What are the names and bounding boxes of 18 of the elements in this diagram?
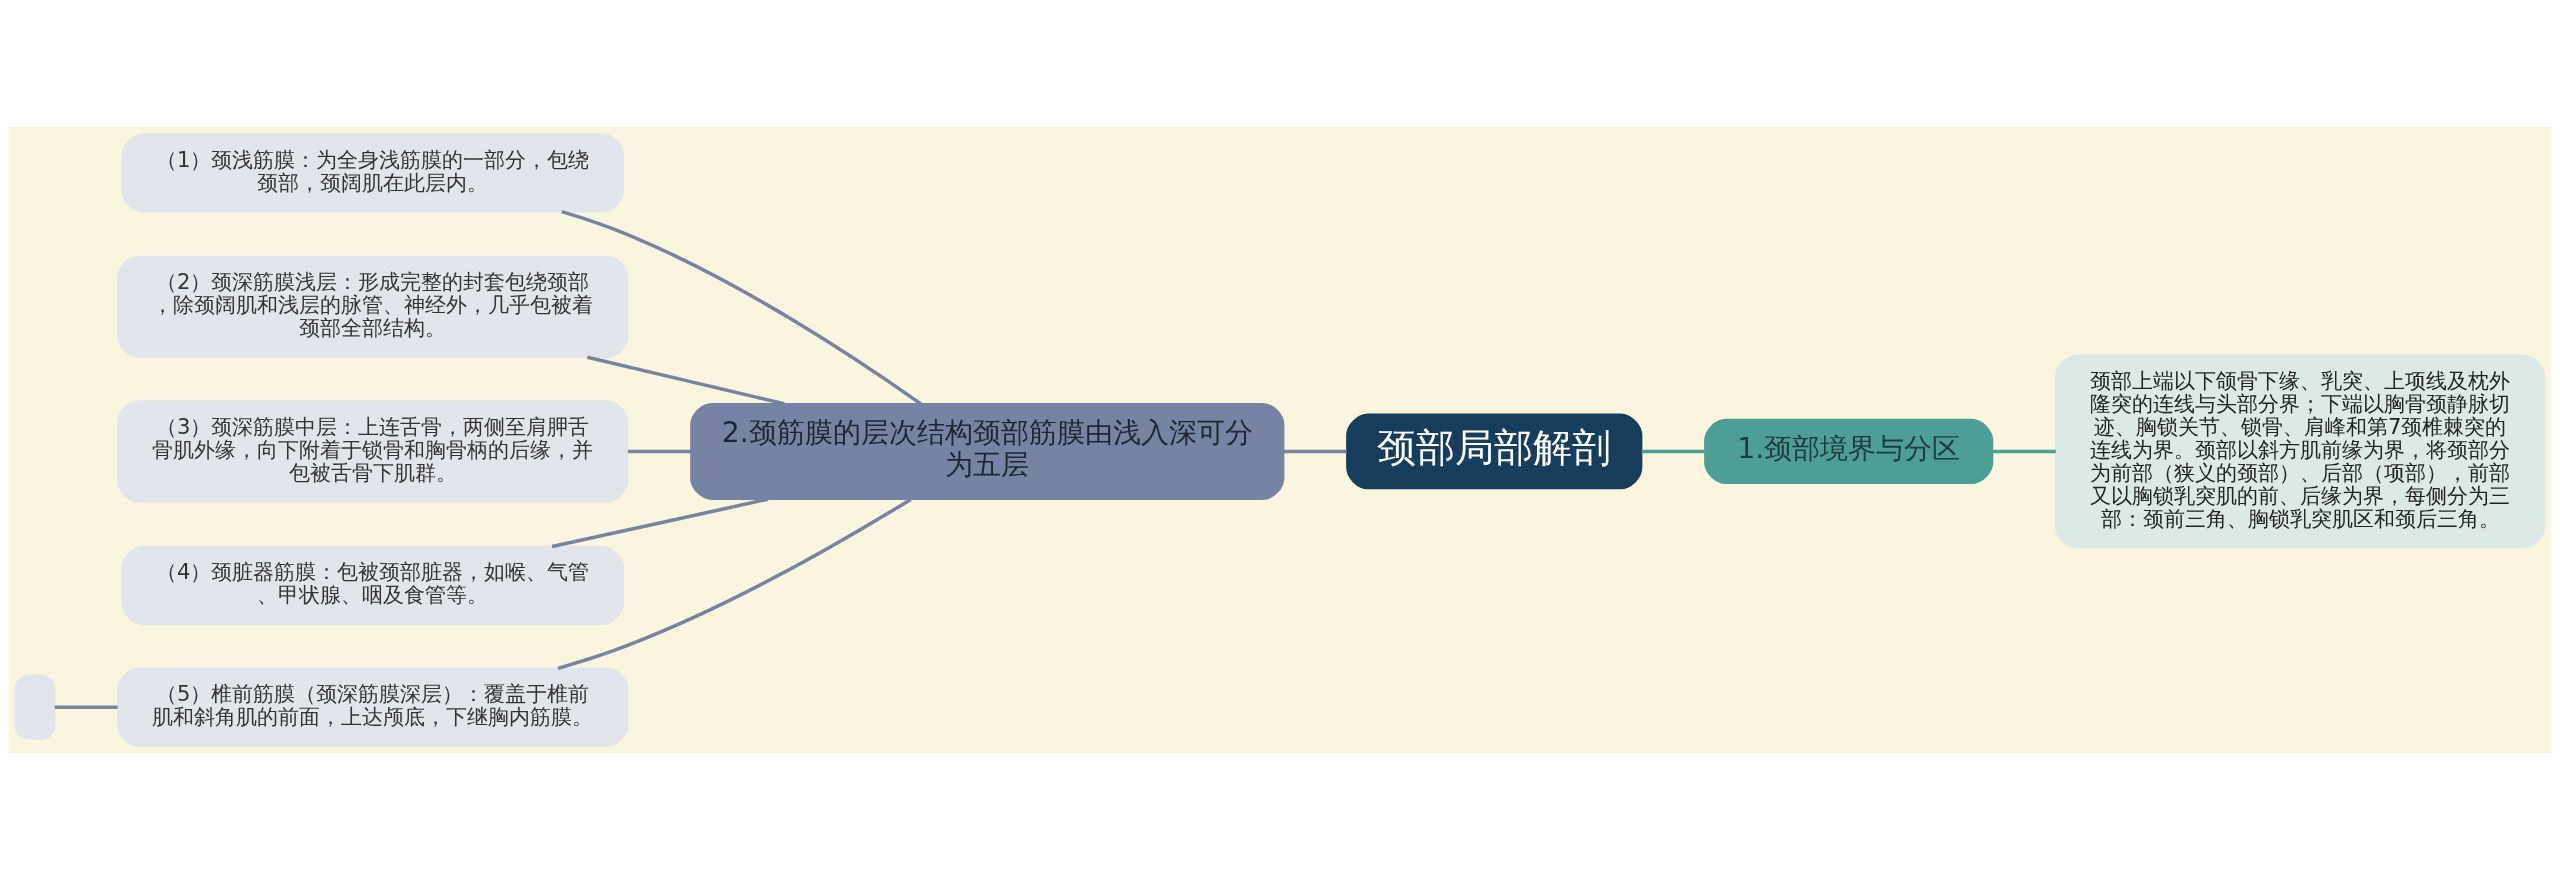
node-box [14,674,56,740]
node-box: 颈部上端以下颌骨下缘、乳突、上项线及枕外隆突的连线与头部分界；下端以胸骨颈静脉切迹、胸锁关节、锁骨、肩峰和第7颈椎棘突的连线为界。颈部以斜方肌前缘为界，将颈部分为前部（狭义的颈部）、后部（项部），前部又以胸锁乳突肌的前、后缘为界，每侧分为三部：颈前三角、胸锁乳突肌区和颈后三角。 [2055,354,2546,548]
connector [54,704,118,709]
node-box: 1.颈部境界与分区 [1704,418,1994,484]
connector [627,449,691,453]
node-box: （4）颈脏器筋膜：包被颈部脏器，如喉、气管、甲状腺、咽及食管等。 [121,545,624,625]
node-box: 颈部局部解剖 [1346,413,1643,489]
node-box: （5）椎前筋膜（颈深筋膜深层）：覆盖于椎前肌和斜角肌的前面，上达颅底，下继胸内筋膜。 [117,667,629,747]
node-box: 2.颈筋膜的层次结构颈部筋膜由浅入深可分为五层 [690,402,1285,500]
node-box: （3）颈深筋膜中层：上连舌骨，两侧至肩胛舌骨肌外缘，向下附着于锁骨和胸骨柄的后缘，并包被舌骨下肌群。 [117,399,629,503]
connector [1992,449,2056,453]
node-box: （1）颈浅筋膜：为全身浅筋膜的一部分，包绕颈部，颈阔肌在此层内。 [121,132,624,212]
node-box: （2）颈深筋膜浅层：形成完整的封套包绕颈部，除颈阔肌和浅层的脉管、神经外，几乎包被着颈部全部结构。 [117,255,629,358]
connector [557,497,912,670]
connector [1284,449,1347,453]
connector [586,355,785,406]
connector [561,209,922,405]
connector [1641,449,1705,453]
